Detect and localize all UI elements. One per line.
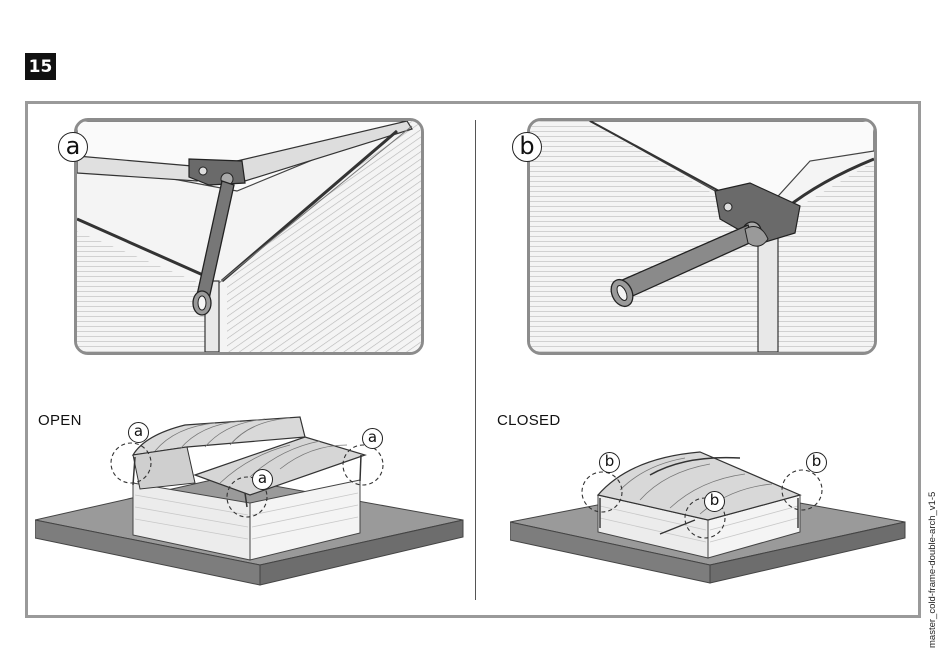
- document-code: master_cold-frame-double-arch_v1-5: [927, 492, 938, 648]
- detail-view-open-arm: [74, 118, 424, 355]
- panel-divider: [475, 120, 476, 600]
- closed-arm-illustration: [530, 121, 874, 352]
- closed-callout-left: b: [599, 452, 620, 473]
- detail-label-a: a: [58, 132, 88, 162]
- detail-view-closed-arm: [527, 118, 877, 355]
- step-number-badge: 15: [25, 53, 56, 80]
- closed-callout-center: b: [704, 491, 725, 512]
- open-arm-illustration: [77, 121, 421, 352]
- state-label-closed: CLOSED: [497, 412, 561, 429]
- closed-callout-right: b: [806, 452, 827, 473]
- detail-label-b: b: [512, 132, 542, 162]
- open-callout-left: a: [128, 422, 149, 443]
- closed-cold-frame-illustration: [510, 440, 910, 590]
- open-callout-right: a: [362, 428, 383, 449]
- open-callout-center: a: [252, 469, 273, 490]
- open-cold-frame-illustration: [35, 415, 465, 590]
